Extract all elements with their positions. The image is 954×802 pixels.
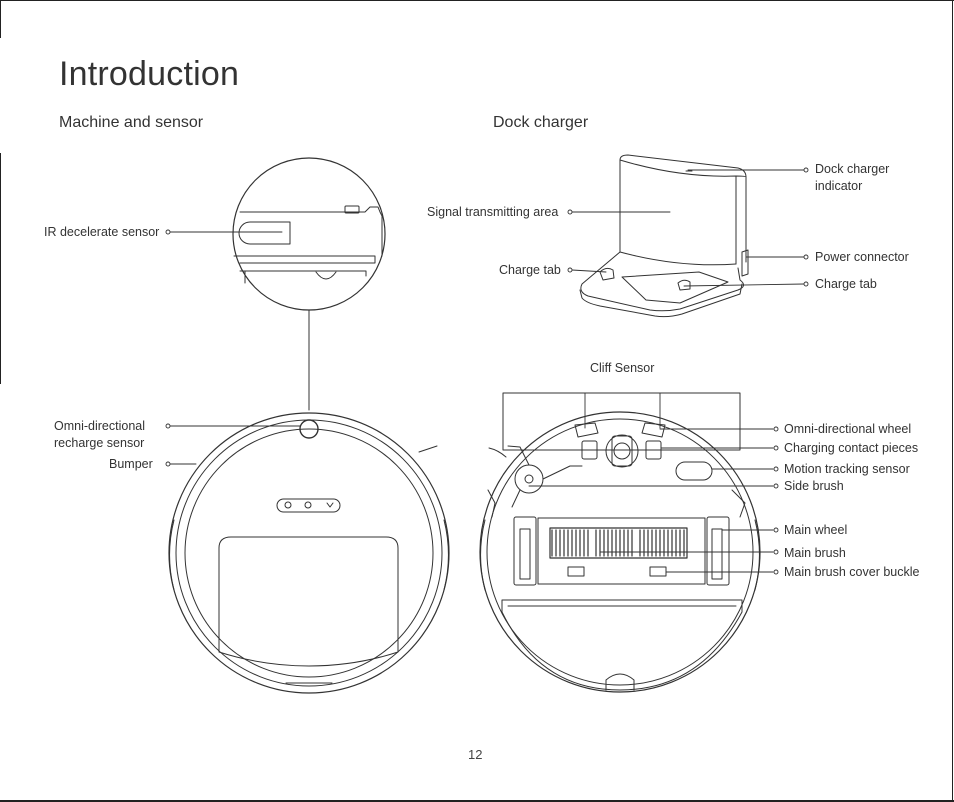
page-title: Introduction — [59, 55, 240, 93]
label-dock-indicator-line1: Dock charger — [815, 162, 890, 176]
label-ir-decelerate-sensor: IR decelerate sensor — [44, 225, 160, 239]
robot-bottom-view-illustration — [480, 393, 760, 692]
label-omni-directional-wheel: Omni-directional wheel — [784, 422, 912, 436]
section-heading-machine: Machine and sensor — [59, 114, 204, 131]
label-charge-tab-right: Charge tab — [815, 277, 877, 291]
page-edge-mark — [0, 268, 1, 384]
label-charging-contact-pieces: Charging contact pieces — [784, 441, 919, 455]
label-omni-recharge-sensor-line2: recharge sensor — [54, 436, 145, 450]
label-bumper: Bumper — [109, 457, 153, 471]
label-power-connector: Power connector — [815, 250, 909, 264]
page-edge-mark — [0, 153, 1, 269]
page-edge-mark — [0, 0, 1, 38]
dock-charger-illustration — [580, 155, 748, 317]
page-border-top — [0, 0, 954, 1]
section-heading-dock: Dock charger — [493, 114, 589, 131]
label-motion-tracking-sensor: Motion tracking sensor — [784, 462, 910, 476]
label-main-wheel: Main wheel — [784, 523, 848, 537]
label-main-brush: Main brush — [784, 546, 846, 560]
robot-top-view-illustration — [169, 413, 449, 693]
label-cliff-sensor: Cliff Sensor — [590, 361, 655, 375]
callout-lines — [166, 168, 808, 574]
label-charge-tab-left: Charge tab — [499, 263, 561, 277]
label-main-brush-cover-buckle: Main brush cover buckle — [784, 565, 920, 579]
label-side-brush: Side brush — [784, 479, 844, 493]
ir-sensor-zoom-illustration — [233, 158, 385, 410]
label-dock-indicator-line2: indicator — [815, 179, 863, 193]
page-border-bottom — [0, 800, 954, 802]
page-border-right — [952, 0, 953, 802]
page-number: 12 — [468, 747, 483, 762]
label-omni-recharge-sensor-line1: Omni-directional — [54, 419, 146, 433]
label-signal-transmitting-area: Signal transmitting area — [427, 205, 559, 219]
